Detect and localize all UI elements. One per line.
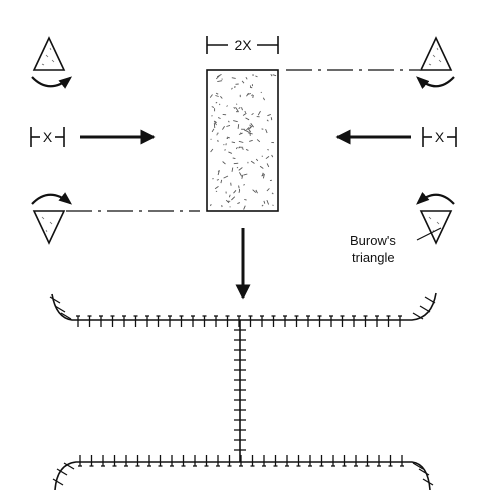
- stipple-mark: [238, 124, 239, 129]
- defect-width-label: 2X: [234, 37, 252, 53]
- rotation-arrow-top-right: [418, 77, 454, 86]
- suture-mark: [53, 479, 63, 485]
- stipple-mark: [250, 87, 252, 88]
- stipple-mark: [214, 123, 215, 128]
- defect-rectangle: [207, 70, 278, 211]
- stipple-mark: [271, 117, 272, 120]
- stipple-mark: [239, 186, 240, 189]
- burow-triangle-top-right: [421, 38, 451, 70]
- rotation-arrow-bottom-right: [418, 195, 454, 204]
- stipple-mark: [253, 95, 254, 98]
- stipple-mark: [250, 131, 251, 135]
- stipple-mark: [225, 149, 226, 150]
- burow-triangle-bottom-left: [34, 211, 64, 243]
- rotation-arrow-top-left: [32, 77, 70, 86]
- stipple-mark: [261, 92, 262, 93]
- burow-triangle-top-left: [34, 38, 64, 70]
- left-advance-label: X: [43, 129, 53, 145]
- right-advance-label: X: [435, 129, 445, 145]
- stipple-mark: [243, 185, 244, 186]
- burow-label-line1: Burow's: [350, 233, 396, 248]
- suture-mark: [425, 297, 435, 303]
- suture-mark: [420, 306, 430, 312]
- stipple-mark: [273, 205, 274, 206]
- stipple-mark: [224, 144, 225, 145]
- stipple-mark: [217, 134, 218, 135]
- burow-label-line2: triangle: [352, 250, 395, 265]
- stipple-mark: [241, 133, 242, 135]
- suture-mark: [50, 297, 60, 303]
- stipple-mark: [218, 140, 219, 142]
- stipple-mark: [234, 163, 238, 164]
- stipple-mark: [250, 127, 251, 128]
- stipple-mark: [262, 129, 264, 130]
- rotation-arrow-bottom-left: [32, 195, 70, 204]
- burow-triangle-bottom-right: [421, 211, 451, 243]
- closure-sutures: [50, 297, 435, 485]
